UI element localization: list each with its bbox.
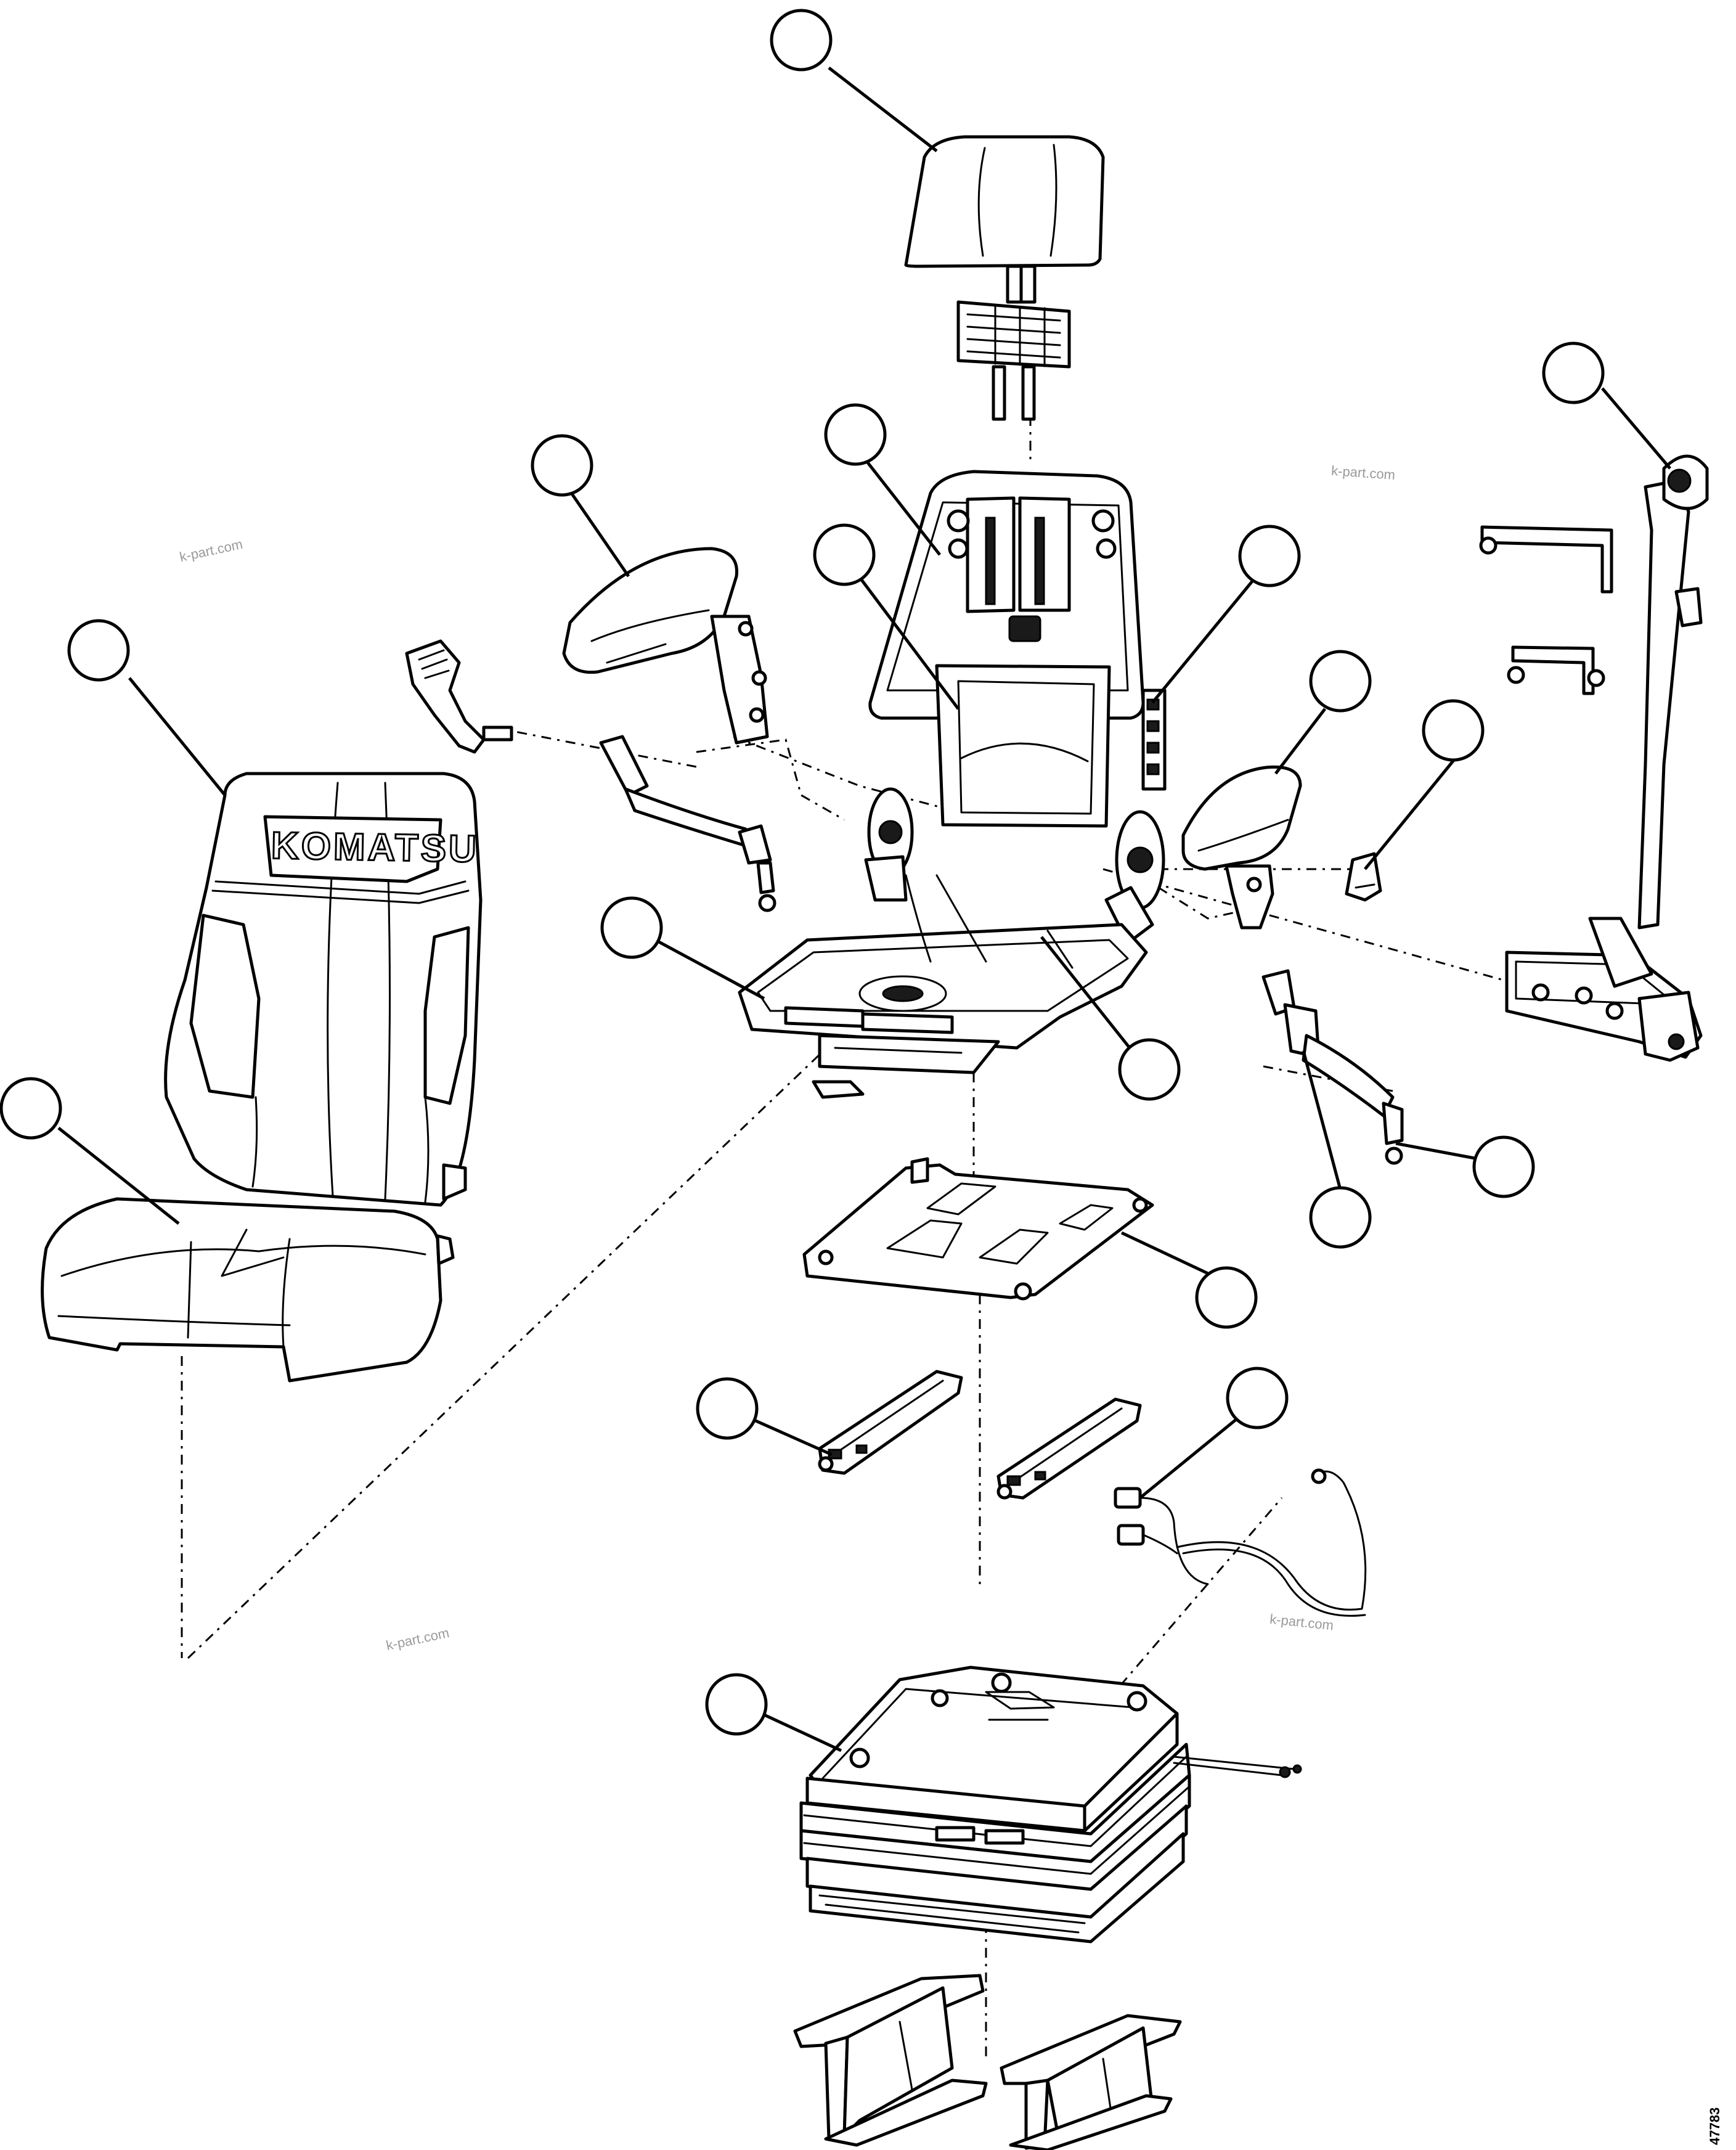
callout-16 bbox=[696, 1377, 759, 1440]
callout-3 bbox=[813, 523, 876, 586]
leader-lines bbox=[57, 67, 1671, 1752]
callout-7 bbox=[1309, 650, 1372, 713]
watermark-2: k-part.com bbox=[1331, 463, 1395, 483]
slide-rail-right bbox=[996, 1397, 1142, 1500]
callout-15 bbox=[1195, 1266, 1258, 1329]
suspension-unit bbox=[799, 1666, 1302, 1944]
wire-harness bbox=[1114, 1468, 1367, 1617]
callout-13 bbox=[1309, 1186, 1372, 1249]
callout-6 bbox=[1542, 341, 1605, 404]
callout-4 bbox=[1238, 525, 1301, 587]
backrest-frame bbox=[864, 470, 1167, 945]
side-mount-bracket bbox=[1479, 454, 1709, 1062]
headrest bbox=[904, 135, 1105, 421]
assembly-lines bbox=[181, 367, 1615, 2059]
brand-logo-label: KOMATSU bbox=[271, 825, 479, 871]
callouts bbox=[0, 9, 1605, 1736]
callout-9 bbox=[600, 896, 663, 959]
callout-2 bbox=[824, 403, 887, 466]
mounting-plate bbox=[802, 1157, 1154, 1301]
callout-10 bbox=[1118, 1038, 1181, 1101]
base-riser-right bbox=[1000, 2014, 1182, 2150]
seat-cushion bbox=[41, 1197, 455, 1383]
back-cushion: KOMATSU bbox=[164, 772, 483, 1207]
figure-number: 47783 bbox=[1707, 2107, 1722, 2145]
watermark-3: k-part.com bbox=[385, 1625, 450, 1653]
watermark-4: k-part.com bbox=[1269, 1611, 1334, 1633]
callout-5 bbox=[531, 434, 593, 497]
armrest-clip bbox=[1345, 852, 1382, 902]
callout-11 bbox=[67, 619, 130, 682]
seat-belt-right bbox=[1261, 969, 1404, 1165]
callout-14 bbox=[1472, 1135, 1535, 1198]
callout-12 bbox=[0, 1077, 62, 1140]
callout-18 bbox=[705, 1673, 768, 1736]
watermark-1: k-part.com bbox=[178, 536, 244, 565]
left-control-switch bbox=[405, 639, 513, 754]
seat-base-frame bbox=[738, 874, 1148, 1099]
callout-1 bbox=[770, 9, 833, 72]
armrest-left bbox=[562, 547, 769, 745]
seat-belt-left bbox=[599, 735, 776, 912]
slide-rail-left bbox=[818, 1370, 963, 1475]
callout-17 bbox=[1226, 1367, 1289, 1429]
base-riser-left bbox=[793, 1974, 988, 2147]
armrest-right bbox=[1181, 765, 1302, 930]
callout-8 bbox=[1422, 699, 1485, 762]
